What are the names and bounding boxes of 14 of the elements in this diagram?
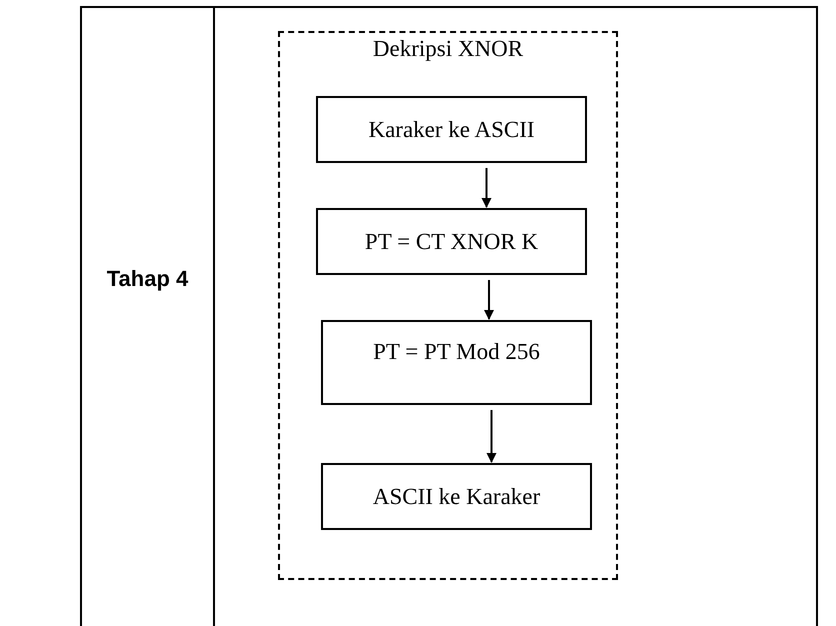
box-label: PT = CT XNOR K [364,228,540,256]
dashed-group-box [278,31,618,580]
process-box [321,320,592,405]
arrow [486,410,496,463]
process-box [316,96,587,163]
box-label: PT = PT Mod 256 [372,338,541,366]
process-box [316,208,587,275]
box-label: ASCII ke Karaker [372,482,542,510]
group-title: Dekripsi XNOR [372,35,524,63]
arrow [482,168,492,208]
process-box [321,463,592,530]
arrow [484,280,494,320]
stage-label: Tahap 4 [106,265,190,293]
box-label: Karaker ke ASCII [367,116,536,144]
